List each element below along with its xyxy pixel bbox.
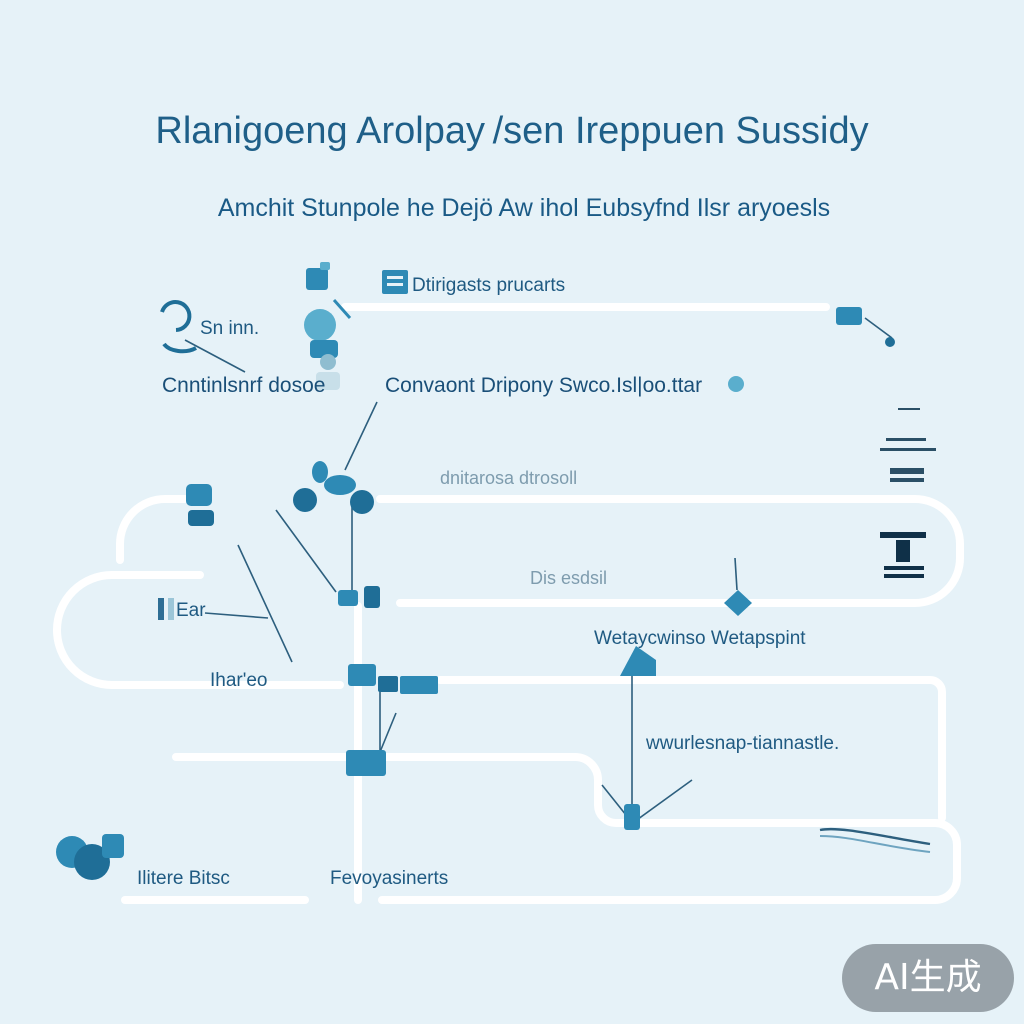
label-bottom-left: Ilitere Bitsc — [137, 868, 230, 889]
connector — [204, 612, 269, 619]
valve-icon — [728, 376, 744, 392]
track-mid — [436, 676, 946, 822]
gear-icon — [338, 586, 380, 608]
valve-icon — [836, 307, 895, 347]
connector — [864, 317, 893, 339]
server-icon — [346, 750, 386, 776]
label-mid-row: Dis esdsil — [530, 568, 607, 588]
valve-icon — [624, 804, 640, 830]
label-left-icon: Sn inn. — [200, 318, 259, 339]
plant-icon — [620, 646, 656, 676]
label-right-mid: Wetaycwinso Wetapspint — [594, 628, 806, 649]
gear-icon — [724, 590, 752, 616]
label-bottom-mid: Fevoyasinerts — [330, 868, 448, 889]
pipe-tracks — [53, 303, 964, 904]
server-icon — [348, 664, 438, 694]
plant-icon — [819, 827, 931, 853]
connector-lines — [184, 317, 893, 823]
label-left-lower: Ihar'eo — [210, 670, 268, 691]
pump-icon — [160, 300, 197, 354]
tank-icon — [880, 532, 926, 578]
bucket-icon — [306, 262, 330, 290]
ai-generated-badge: AI生成 — [842, 944, 1014, 1012]
track-left-upper — [116, 495, 189, 564]
track-inner — [172, 753, 961, 904]
connector — [379, 712, 397, 753]
track-loop-upper — [376, 495, 964, 607]
drone-icon — [293, 461, 374, 514]
tank-icon — [186, 484, 214, 526]
label-left-text: Cnntinlsnrf dosoe — [162, 374, 325, 397]
label-top-row: Dtirigasts prucarts — [412, 275, 565, 296]
connector — [184, 339, 246, 373]
filter-icon — [158, 598, 174, 620]
connector — [237, 544, 293, 663]
track-left-outer — [53, 571, 344, 689]
diagram-subtitle: Amchit Stunpole he Dejö Aw ihol Eubsyfnd… — [218, 194, 830, 222]
connector — [344, 401, 378, 471]
worker-icon — [316, 354, 340, 390]
filter-icon — [880, 408, 936, 482]
diagram-title: Rlanigoeng Arolpay /sen Ireppuen Sussidy — [155, 110, 868, 152]
label-left-small: Ear — [176, 600, 206, 621]
connector — [734, 557, 738, 591]
pump-icon — [304, 299, 352, 358]
server-icon — [382, 270, 408, 294]
connector — [275, 509, 337, 593]
label-upper-mid: dnitarosa dtrosoll — [440, 468, 577, 488]
bucket-icon — [56, 834, 124, 880]
label-center-text: Convaont Dripony Swco.Isl|oo.ttar — [385, 374, 702, 397]
label-right-lower: wwurlesnap-tiannastle. — [645, 733, 839, 754]
connector — [633, 779, 693, 823]
